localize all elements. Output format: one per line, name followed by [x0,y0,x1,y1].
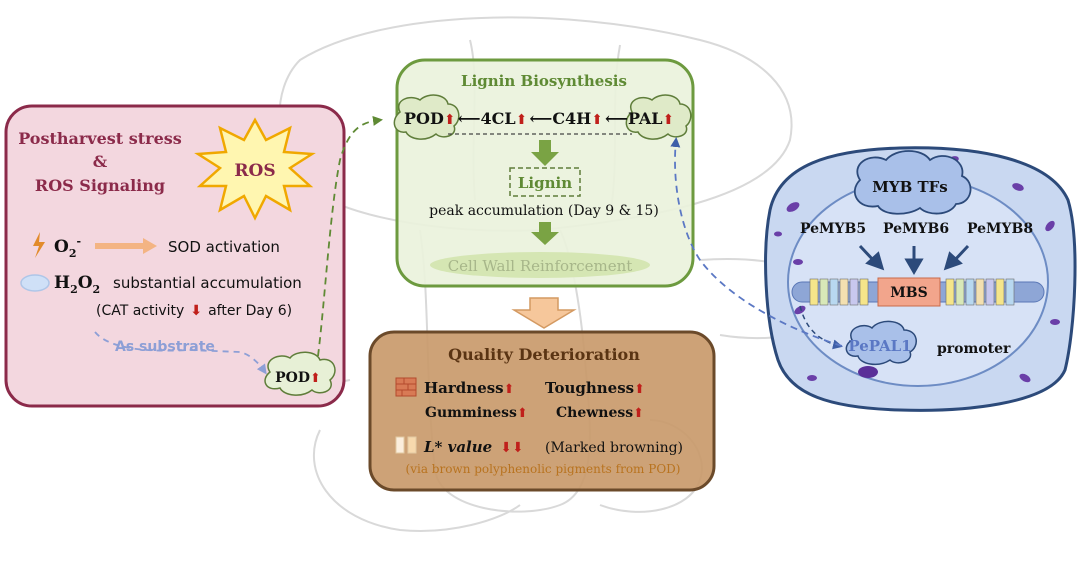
cell-wall-glow [430,252,650,278]
path-arrow-1: ⟵ [458,109,481,128]
enzyme-pod: POD [404,109,444,128]
dna-segments [809,278,1015,306]
as-substrate-label: As substrate [115,339,215,355]
cat-note: (CAT activity⬇after Day 6) [96,303,292,319]
h2o2-label: H2O2 [54,273,100,296]
myb-tfs-cloud [854,150,972,215]
pod-cloud-shape [264,351,336,396]
h2o2-bubble-icon [20,274,50,292]
peak-accumulation-text: peak accumulation (Day 9 & 15) [429,203,659,219]
promoter-label: promoter [937,341,1011,357]
chewness-up: ⬆ [633,406,644,421]
lignin-biosynthesis-panel: Lignin Biosynthesis POD⬆⟵4CL⬆⟵C4H⬆⟵PAL⬆ … [393,58,695,288]
l-value-down-2: ⬇ [512,440,524,456]
hardness-up: ⬆ [504,382,515,397]
sod-activation-text: SOD activation [168,238,280,256]
enzyme-pal: PAL [628,109,663,128]
ros-signaling-panel: Postharvest stress & ROS Signaling ROS O… [4,104,346,408]
tf-pemyb5: PeMYB5 [800,221,866,237]
lignin-dashed-box [509,167,581,197]
enzyme-pathway: POD⬆⟵4CL⬆⟵C4H⬆⟵PAL⬆ [404,109,674,128]
ros-title-line2: & [93,152,108,171]
path-arrow-2: ⟵ [529,109,552,128]
hardness-text: Hardness⬆ [424,379,515,397]
pepal1-cloud [845,320,917,366]
substrate-dashed-arrow [94,331,267,375]
toughness-text: Toughness⬆ [545,379,645,397]
down-arrow-cat: ⬇ [190,303,202,319]
pepal1-label: PePAL1 [848,337,911,355]
tf-pemyb6: PeMYB6 [883,221,949,237]
l-value-text: L* value⬇⬇ [423,438,524,456]
lignin-title: Lignin Biosynthesis [461,72,627,90]
cell-wall-reinforcement-text: Cell Wall Reinforcement [448,257,633,275]
chewness-text: Chewness⬆ [556,405,644,421]
brick-icon [395,377,417,397]
pal-enzyme-cloud [625,94,692,140]
mbs-label: MBS [890,285,927,301]
lightning-icon [33,232,45,258]
ros-title-line1: Postharvest stress [18,129,182,148]
enzyme-4cl-up: ⬆ [516,112,528,128]
via-note-text: (via brown polyphenolic pigments from PO… [406,462,681,476]
enzyme-c4h: C4H [552,109,591,128]
mbs-to-gene-dashed-arrow [799,305,843,350]
pod-up-arrow: ⬆ [310,371,321,386]
lignin-to-quality-arrow [511,297,577,329]
tf-pemyb8: PeMYB8 [967,221,1033,237]
path-arrow-3: ⟵ [605,109,628,128]
toughness-up: ⬆ [634,382,645,397]
pod-to-lignin-dashed-arrow [317,115,383,357]
lignin-down-arrow-1 [531,140,559,166]
tf-binding-arrows [858,244,970,275]
lignin-label: Lignin [518,174,572,192]
gumminess-text: Gumminess⬆ [425,405,528,421]
pod-enzyme-cloud [393,94,460,140]
quality-deterioration-panel: Quality Deterioration Hardness⬆ Toughnes… [368,330,716,492]
myb-tfs-label: MYB TFs [872,178,947,196]
pepal1-to-pal-dashed-arrow [670,137,843,347]
l-value-down-1: ⬇ [500,440,512,456]
ros-burst-label: ROS [234,161,275,181]
quality-title: Quality Deterioration [448,345,640,364]
sod-arrow [95,238,157,254]
color-swatch-icon [395,436,417,454]
mbs-box [877,277,941,307]
enzyme-c4h-up: ⬆ [591,112,603,128]
lignin-down-arrow-2 [531,222,559,245]
ros-burst-icon [194,117,316,221]
h2o2-effect-text: substantial accumulation [113,274,302,292]
marked-browning-text: (Marked browning) [545,440,683,456]
ros-title-line3: ROS Signaling [35,176,165,195]
enzyme-4cl: 4CL [481,109,516,128]
pod-cloud-label: POD⬆ [275,370,321,386]
o2-label: O2- [54,235,81,260]
gumminess-up: ⬆ [517,406,528,421]
enzyme-pal-up: ⬆ [663,112,675,128]
enzyme-pod-up: ⬆ [444,112,456,128]
cell-panel: MYB TFs PeMYB5 PeMYB6 PeMYB8 MBS [764,146,1077,412]
